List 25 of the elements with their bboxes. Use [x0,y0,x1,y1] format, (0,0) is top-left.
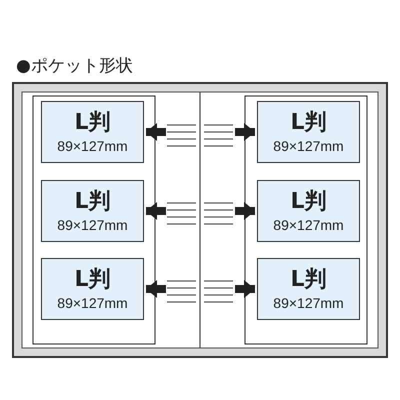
size-label: L判 [289,188,328,216]
photo-pocket [41,258,144,320]
arrow [146,202,166,220]
photo-pocket [257,180,360,242]
photo-pocket [257,101,360,163]
arrow [146,123,166,141]
size-label: L判 [289,266,328,294]
dimension-label: 89×127mm [56,295,129,311]
arrow [235,123,255,141]
size-label: L判 [73,109,112,137]
size-label: L判 [289,109,328,137]
arrow [146,280,166,298]
arrow [235,280,255,298]
dimension-label: 89×127mm [56,138,129,154]
size-label: L判 [73,188,112,216]
size-label: L判 [73,266,112,294]
photo-pocket [41,180,144,242]
photo-pocket [41,101,144,163]
arrow [235,202,255,220]
dimension-label: 89×127mm [272,138,345,154]
photo-pocket [257,258,360,320]
dimension-label: 89×127mm [272,295,345,311]
dimension-label: 89×127mm [272,217,345,233]
heading: ●ポケット形状 [16,55,133,77]
dimension-label: 89×127mm [56,217,129,233]
